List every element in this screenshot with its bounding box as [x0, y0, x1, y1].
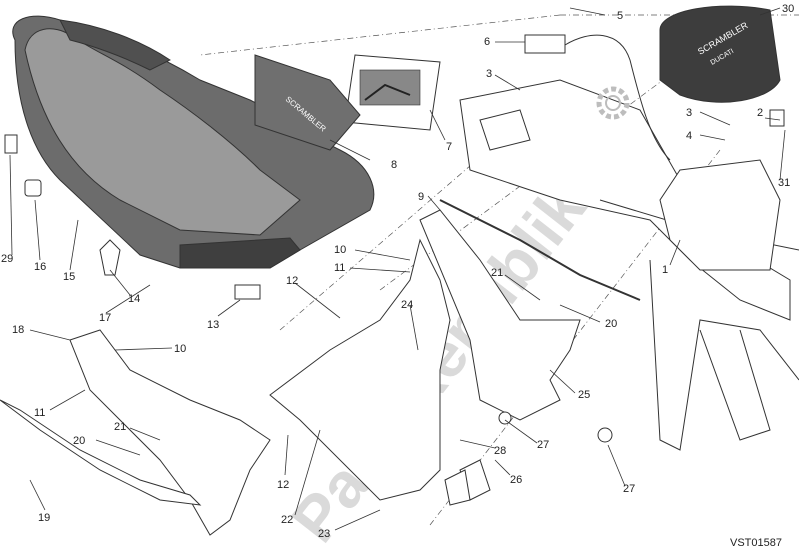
callout-28: 28: [494, 445, 506, 457]
callout-3b: 3: [686, 107, 692, 119]
seat-release-cable: [564, 34, 671, 161]
callout-10a: 10: [334, 244, 346, 256]
callout-labels: 1 2 3 3 4 5 6 7 8 9 10 10 11 11 12 12 13…: [1, 3, 794, 540]
callout-21b: 21: [114, 421, 126, 433]
latch-6: [524, 34, 566, 54]
callout-13: 13: [207, 319, 219, 331]
callout-14: 14: [128, 293, 140, 305]
callout-12a: 12: [286, 275, 298, 287]
callout-29: 29: [1, 253, 13, 265]
seat-cover-bag: SCRAMBLER: [254, 54, 361, 151]
callout-31: 31: [778, 177, 790, 189]
callout-1: 1: [662, 264, 668, 276]
callout-21a: 21: [491, 267, 503, 279]
bracket-13: [234, 284, 261, 300]
damper-27b: [498, 411, 512, 425]
diagram-code: VST01587: [730, 537, 782, 549]
callout-11b: 11: [34, 407, 45, 419]
callout-8: 8: [391, 159, 397, 171]
callout-27a: 27: [537, 439, 549, 451]
side-panel-right: [419, 209, 581, 421]
callout-20a: 20: [73, 435, 85, 447]
callout-11a: 11: [334, 262, 345, 274]
owner-manual: [344, 54, 441, 131]
assembly-line: [279, 139, 501, 331]
callout-16: 16: [34, 261, 46, 273]
callout-5: 5: [617, 10, 623, 22]
assembly-line: [199, 14, 561, 56]
assembly-line: [379, 59, 691, 291]
callout-17: 17: [99, 312, 111, 324]
grommet-29: [4, 134, 18, 154]
bushing-16: [24, 179, 42, 197]
callout-2: 2: [757, 107, 763, 119]
callout-9: 9: [418, 191, 424, 203]
side-panel-center: [269, 238, 451, 501]
battery-tray: [659, 159, 781, 271]
callout-20b: 20: [605, 318, 617, 330]
gear-icon: [596, 86, 630, 120]
callout-19: 19: [38, 512, 50, 524]
callout-4: 4: [686, 130, 692, 142]
callout-18: 18: [12, 324, 24, 336]
callout-30: 30: [782, 3, 794, 15]
tank-bag: SCRAMBLER DUCATI: [659, 5, 781, 103]
side-panel-left: [69, 329, 271, 536]
damper-27: [597, 427, 613, 443]
callout-25: 25: [578, 389, 590, 401]
leader-lines: [9, 7, 786, 531]
callout-24: 24: [401, 299, 413, 311]
callout-12b: 12: [277, 479, 289, 491]
trim-strip: [0, 399, 202, 506]
callout-23: 23: [318, 528, 330, 540]
key-28: [444, 469, 471, 506]
hook-14: [99, 239, 121, 276]
callout-7: 7: [446, 141, 452, 153]
callout-26: 26: [510, 474, 522, 486]
callout-22: 22: [281, 514, 293, 526]
seat: [12, 15, 375, 269]
callout-10b: 10: [174, 343, 186, 355]
callout-15: 15: [63, 271, 75, 283]
strap: [439, 199, 641, 301]
callout-6: 6: [484, 36, 490, 48]
callout-3a: 3: [486, 68, 492, 80]
relay-2: [769, 109, 785, 127]
callout-27b: 27: [623, 483, 635, 495]
